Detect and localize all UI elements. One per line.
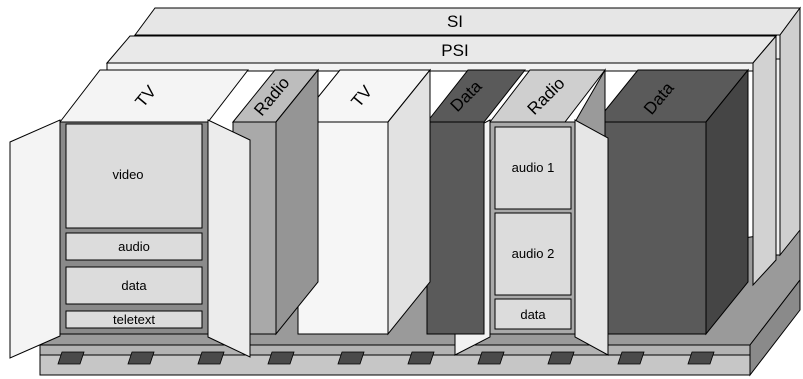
radio-2-right-door xyxy=(574,119,609,356)
radio-2-data-box xyxy=(494,298,572,330)
tv-1-right-door xyxy=(207,119,251,358)
tv-1-data-box xyxy=(65,266,203,305)
radio-2-data-label: data xyxy=(520,307,546,322)
tv-1-teletext-label: teletext xyxy=(113,312,155,327)
radio-2-audio-2-box xyxy=(494,212,572,296)
radio-2-audio-1-box xyxy=(494,126,572,210)
radio-2-audio-2-label: audio 2 xyxy=(512,246,555,261)
data-service-1: Data xyxy=(425,69,527,335)
tv-1-video-box xyxy=(65,123,203,229)
psi-label: PSI xyxy=(441,41,468,60)
tv-1-video-label: video xyxy=(112,167,143,182)
tv-1-left-door xyxy=(9,119,61,359)
tv-1-teletext-box xyxy=(65,310,203,329)
tv-1-audio-box xyxy=(65,232,203,261)
si-label: SI xyxy=(447,12,463,31)
data-service-2: Data xyxy=(594,68,750,336)
tv-1-audio-label: audio xyxy=(118,239,150,254)
radio-2-audio-1-label: audio 1 xyxy=(512,160,555,175)
tv-service-1: TV video audio data teletext xyxy=(9,69,251,359)
psi-panel: PSI xyxy=(105,34,778,287)
tv-1-data-label: data xyxy=(121,278,147,293)
